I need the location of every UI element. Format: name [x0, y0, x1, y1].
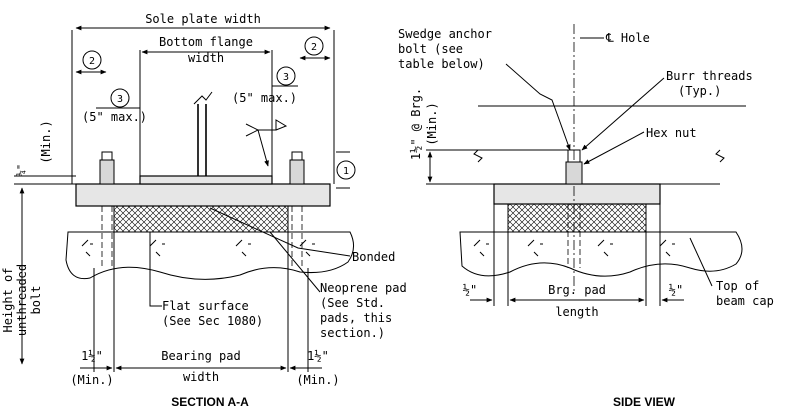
callout-2-right-text: 2 [311, 42, 317, 53]
section-title: SECTION A-A [171, 395, 249, 409]
callout-2-right [304, 36, 324, 56]
side-anchor-bolt [565, 149, 583, 268]
height-label-3: bolt [29, 286, 43, 315]
neoprene-pad [113, 205, 289, 233]
half-right-label: ½" [669, 283, 683, 297]
weld-symbol [245, 119, 288, 137]
bearing-pad-label-1: Bearing pad [161, 349, 240, 363]
callout-2-left-text: 2 [89, 56, 95, 67]
neoprene-label-4: section.) [320, 326, 385, 340]
flat-surface-label-2: (See Sec 1080) [162, 314, 263, 328]
callout-2-left [82, 50, 102, 70]
sole-plate [75, 183, 331, 207]
swedge-label-2: bolt (see [398, 42, 463, 56]
min-right: (Min.) [296, 373, 339, 387]
brg-pad-label-2: length [555, 305, 598, 319]
one-half-right: 1½" [307, 349, 329, 363]
quarter-inch-label: ¼" [15, 164, 27, 176]
swedge-label-3: table below) [398, 57, 485, 71]
bottom-flange-width-label: Bottom flange [159, 35, 253, 49]
burr-label-1: Burr threads [666, 69, 753, 83]
bottom-flange [139, 175, 273, 185]
anchor-bolt-left [99, 151, 115, 268]
height-label-2: unthreaded [15, 264, 29, 336]
girder-web [197, 104, 207, 176]
side-neoprene-pad [507, 203, 647, 233]
callout-3-right-text: 3 [283, 72, 289, 83]
sole-plate-width-label: Sole plate width [145, 12, 261, 26]
callout-3-left [110, 88, 130, 108]
min-vertical-label: (Min.) [39, 120, 53, 163]
side-view-title: SIDE VIEW [613, 395, 676, 409]
brg-vertical-1: 1½" @ Brg. [409, 88, 423, 160]
bottom-flange-width-label-2: width [188, 51, 224, 65]
cl-hole-label: ℄ Hole [605, 31, 650, 45]
swedge-label-1: Swedge anchor [398, 27, 492, 41]
side-aggregate-marks [473, 239, 675, 257]
neoprene-label-3: pads, this [320, 311, 392, 325]
callout-1-text: 1 [343, 166, 349, 177]
burr-label-2: (Typ.) [678, 84, 721, 98]
top-beam-cap-2: beam cap [716, 294, 774, 308]
neoprene-label-2: (See Std. [320, 296, 385, 310]
callout-3-right [276, 66, 296, 86]
section-a-a: Sole plate width Bottom flange width 2 2… [1, 12, 407, 409]
callout-1 [336, 160, 356, 180]
five-max-right: (5" max.) [232, 91, 297, 105]
beam-cap-left [65, 231, 354, 280]
top-beam-cap-1: Top of [716, 279, 759, 293]
anchor-bolt-right [289, 151, 305, 268]
brg-vertical-2: (Min.) [425, 102, 439, 145]
five-max-left: (5" max.) [82, 110, 147, 124]
hex-nut-label: Hex nut [646, 126, 697, 140]
flat-surface-label-1: Flat surface [162, 299, 249, 313]
side-view: ℄ Hole Swedge anchor bolt (see table bel… [398, 24, 774, 409]
beam-cap-right [459, 231, 743, 277]
neoprene-label-1: Neoprene pad [320, 281, 407, 295]
height-label-1: Height of [1, 267, 15, 332]
aggregate-marks [81, 239, 315, 257]
callout-3-left-text: 3 [117, 94, 123, 105]
min-left: (Min.) [70, 373, 113, 387]
half-left-label: ½" [463, 283, 477, 297]
side-sole-plate [493, 183, 661, 205]
one-half-left: 1½" [81, 349, 103, 363]
brg-pad-label-1: Brg. pad [548, 283, 606, 297]
bonded-label: Bonded [352, 250, 395, 264]
bearing-pad-label-2: width [183, 370, 219, 384]
